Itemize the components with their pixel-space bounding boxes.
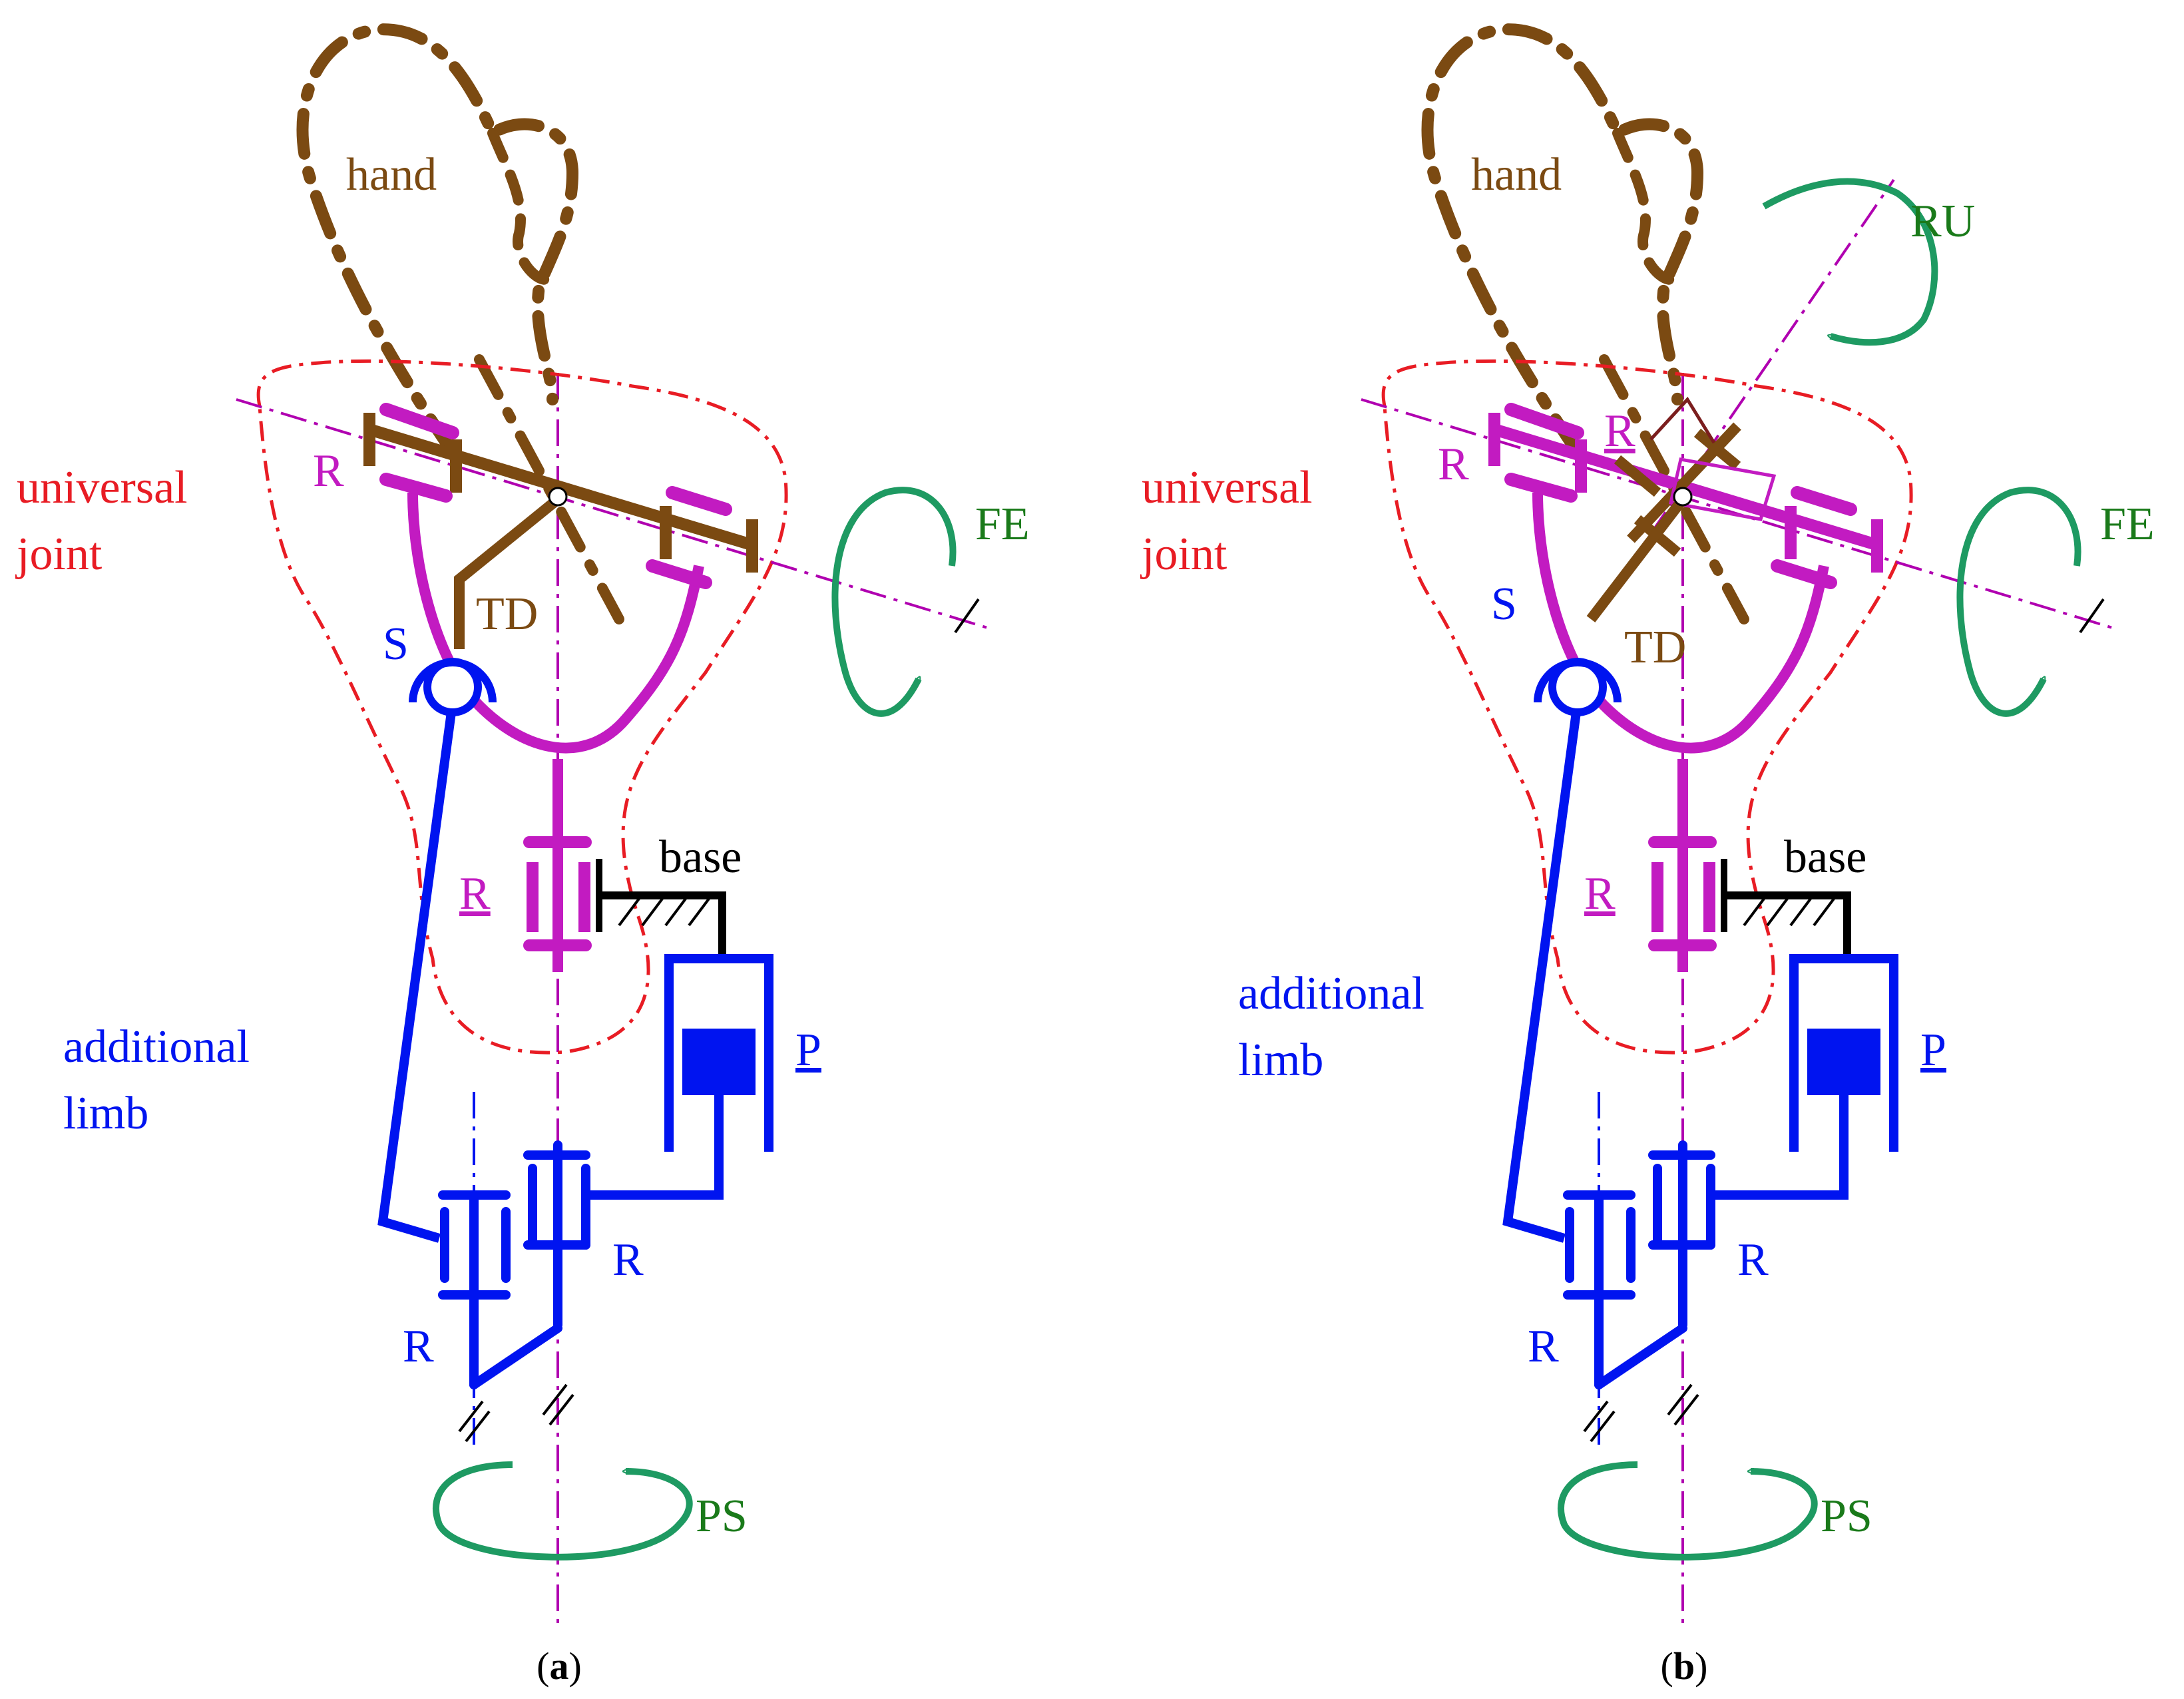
universal-joint-boundary	[1381, 359, 1913, 1055]
universal-center	[1673, 487, 1693, 507]
hand-outline	[296, 23, 579, 459]
panel-a: hand universal joint R TD S FE R base P …	[15, 23, 1030, 1688]
bearing-left-bot	[1504, 473, 1578, 503]
label-universal: universal	[1142, 462, 1313, 513]
panel-b: hand RU universal joint R R TD S FE R ba…	[1140, 23, 2155, 1688]
bearing-left-top	[379, 403, 459, 439]
label-base: base	[1784, 832, 1866, 883]
label-limb: limb	[1238, 1035, 1323, 1086]
ground-hatching	[1743, 897, 1835, 927]
label-p: P	[795, 1025, 821, 1076]
prismatic-cylinder	[664, 954, 773, 1152]
hand-outline	[1421, 23, 1704, 459]
label-r-left: R	[403, 1321, 434, 1372]
label-additional: additional	[1238, 968, 1424, 1019]
bearing-right-bot	[1771, 559, 1837, 589]
spherical-joint-socket	[409, 658, 497, 703]
label-p: P	[1920, 1025, 1946, 1076]
fork-arms	[407, 492, 704, 754]
fe-axis-tick	[954, 598, 980, 634]
ru-axis	[1623, 178, 1895, 574]
additional-limb-link	[1502, 702, 1582, 1243]
ru-tick-b	[1693, 428, 1741, 471]
ru-tick-a	[1614, 455, 1661, 497]
label-universal: universal	[17, 462, 188, 513]
hand-thumb-outline	[487, 128, 551, 285]
label-hand: hand	[1471, 149, 1562, 200]
universal-cross-link	[1492, 423, 1882, 552]
bearing-right-top	[666, 486, 732, 516]
label-base: base	[659, 832, 742, 883]
fe-axis-tick	[2079, 598, 2105, 634]
fe-rotation-arrow	[1956, 487, 2081, 717]
ru-rotation-arrow	[1762, 178, 1938, 346]
td-link	[454, 495, 562, 649]
universal-center	[548, 487, 568, 507]
prismatic-piston	[1807, 1029, 1880, 1095]
ground-hatching	[618, 897, 710, 927]
lower-revolute-joints	[1563, 1140, 1715, 1389]
label-r-base: R	[1584, 868, 1616, 919]
lower-revolute-joints	[438, 1140, 590, 1389]
label-r-upper: R	[1438, 439, 1469, 490]
label-ru: RU	[1910, 196, 1975, 247]
ps-rotation-arrow	[433, 1461, 693, 1561]
prismatic-rod	[586, 1095, 724, 1200]
additional-limb-link	[377, 702, 457, 1243]
caption-b: (b)	[1661, 1644, 1708, 1688]
label-hand: hand	[346, 149, 437, 200]
label-joint: joint	[1140, 529, 1227, 580]
prismatic-piston	[682, 1029, 756, 1095]
base-link	[599, 891, 726, 955]
bearing-left-bot	[379, 473, 453, 503]
label-r-base: R	[459, 868, 491, 919]
label-r-left: R	[1528, 1321, 1559, 1372]
td-link	[1586, 496, 1687, 622]
ru-bearing-box	[1668, 457, 1777, 521]
bearing-right-top	[1791, 486, 1857, 516]
axis-ticks	[1583, 1383, 1699, 1443]
fe-axis	[236, 398, 992, 630]
base-link	[1724, 891, 1851, 955]
universal-joint-boundary	[256, 359, 788, 1055]
label-r-right: R	[612, 1234, 644, 1286]
bearing-left-top	[1504, 403, 1584, 439]
label-td: TD	[1624, 622, 1686, 673]
label-r-upper: R	[313, 445, 344, 497]
fork-arms	[1532, 492, 1829, 754]
caption-a: (a)	[537, 1644, 582, 1688]
label-limb: limb	[63, 1088, 148, 1139]
label-s: S	[383, 618, 409, 670]
spherical-joint-socket	[1534, 658, 1622, 703]
label-fe: FE	[975, 499, 1030, 550]
prismatic-cylinder	[1789, 954, 1898, 1152]
bearing-right-bot	[646, 559, 712, 589]
label-td: TD	[476, 589, 538, 640]
hand-thumb-outline	[1612, 128, 1676, 285]
label-ps: PS	[696, 1491, 748, 1542]
universal-cross-link	[367, 423, 758, 552]
label-s: S	[1491, 579, 1517, 630]
label-r-upper-underlined: R	[1604, 405, 1636, 457]
axis-ticks	[458, 1383, 574, 1443]
label-ps: PS	[1821, 1491, 1872, 1542]
fe-rotation-arrow	[831, 487, 957, 717]
label-additional: additional	[63, 1021, 250, 1073]
prismatic-rod	[1711, 1095, 1849, 1200]
label-fe: FE	[2100, 499, 2155, 550]
label-r-right: R	[1737, 1234, 1769, 1286]
ru-wedge	[1649, 396, 1716, 444]
ps-rotation-arrow	[1558, 1461, 1818, 1561]
label-joint: joint	[15, 529, 103, 580]
